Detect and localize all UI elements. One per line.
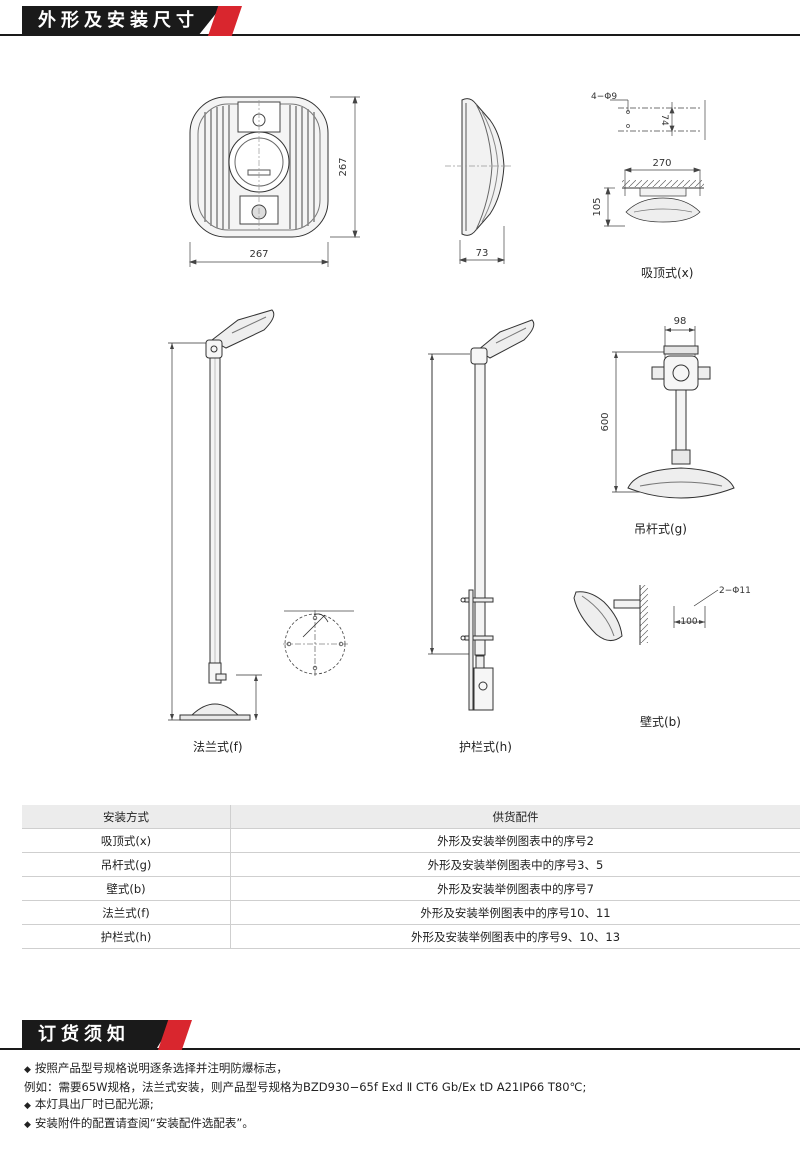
ceiling-mount-drawing xyxy=(604,99,706,228)
caption-flange: 法兰式(f) xyxy=(193,740,243,754)
bullet-icon: ◆ xyxy=(24,1065,31,1075)
accessory-cell: 外形及安装举例图表中的序号9、10、13 xyxy=(230,924,800,949)
caption-ceiling: 吸顶式(x) xyxy=(641,266,694,280)
caption-wall: 壁式(b) xyxy=(640,715,681,729)
front-view-drawing xyxy=(189,96,329,238)
table-header-row: 安装方式 供货配件 xyxy=(22,805,800,829)
install-method-cell: 法兰式(f) xyxy=(22,900,231,925)
flange-pole-drawing xyxy=(168,309,275,721)
dim-side-depth: 73 xyxy=(476,248,489,259)
wall-mount-drawing xyxy=(573,585,719,645)
bullet-icon: ◆ xyxy=(24,1101,31,1111)
side-view-drawing xyxy=(445,98,512,236)
installation-table: 安装方式 供货配件 吸顶式(x) 外形及安装举例图表中的序号2 吊杆式(g) 外… xyxy=(22,805,800,949)
accessory-cell: 外形及安装举例图表中的序号10、11 xyxy=(230,900,800,925)
note-text: 本灯具出厂时已配光源; xyxy=(34,1097,154,1111)
side-view-dimensions xyxy=(458,226,506,264)
install-method-cell: 壁式(b) xyxy=(22,876,231,901)
dim-wall-holes: 2−Φ11 xyxy=(719,586,751,596)
accessory-cell: 外形及安装举例图表中的序号7 xyxy=(230,876,800,901)
note-line: ◆按照产品型号规格说明逐条选择并注明防爆标志， xyxy=(24,1060,586,1079)
table-row: 护栏式(h) 外形及安装举例图表中的序号9、10、13 xyxy=(22,924,800,949)
dim-front-width: 267 xyxy=(249,249,268,260)
install-method-cell: 吸顶式(x) xyxy=(22,828,231,853)
ordering-notes: ◆按照产品型号规格说明逐条选择并注明防爆标志， 例如：需要65W规格，法兰式安装… xyxy=(24,1060,586,1134)
accessory-cell: 外形及安装举例图表中的序号3、5 xyxy=(230,852,800,877)
header-rule xyxy=(0,1048,800,1050)
table-row: 吊杆式(g) 外形及安装举例图表中的序号3、5 xyxy=(22,852,800,877)
dim-ceiling-width: 270 xyxy=(652,158,671,169)
note-line: ◆安装附件的配置请查阅“安装配件选配表”。 xyxy=(24,1115,586,1134)
dim-pendant-width: 98 xyxy=(674,316,687,327)
note-text: 按照产品型号规格说明逐条选择并注明防爆标志， xyxy=(34,1061,288,1075)
dim-ceiling-height: 105 xyxy=(592,197,603,216)
section-title: 外形及安装尺寸 xyxy=(38,10,199,31)
dim-ceiling-pitch: 74 xyxy=(659,114,669,126)
header-band xyxy=(22,1020,174,1050)
header-rule xyxy=(0,34,800,36)
header-accessories: 供货配件 xyxy=(230,805,800,829)
dim-pendant-height: 600 xyxy=(600,412,611,431)
caption-guardrail: 护栏式(h) xyxy=(459,740,512,754)
install-method-cell: 吊杆式(g) xyxy=(22,852,231,877)
accessory-cell: 外形及安装举例图表中的序号2 xyxy=(230,828,800,853)
table-row: 壁式(b) 外形及安装举例图表中的序号7 xyxy=(22,876,800,901)
install-method-cell: 护栏式(h) xyxy=(22,924,231,949)
front-view-dimensions xyxy=(188,95,360,267)
note-line: 例如：需要65W规格，法兰式安装，则产品型号规格为BZD930−65f Exd … xyxy=(24,1079,586,1096)
caption-pendant: 吊杆式(g) xyxy=(634,522,687,536)
header-band xyxy=(22,6,222,36)
header-install-method: 安装方式 xyxy=(22,805,231,829)
pendant-rod-drawing xyxy=(612,326,735,499)
note-line: ◆本灯具出厂时已配光源; xyxy=(24,1096,586,1115)
section-header-dimensions: 外形及安装尺寸 xyxy=(0,0,800,40)
dim-ceiling-holes: 4−Φ9 xyxy=(591,92,617,102)
table-row: 法兰式(f) 外形及安装举例图表中的序号10、11 xyxy=(22,900,800,925)
flange-detail-drawing xyxy=(283,610,354,678)
bullet-icon: ◆ xyxy=(24,1120,31,1130)
note-text: 例如：需要65W规格，法兰式安装，则产品型号规格为BZD930−65f Exd … xyxy=(24,1080,587,1094)
dim-front-height: 267 xyxy=(338,157,349,176)
note-text: 安装附件的配置请查阅“安装配件选配表”。 xyxy=(34,1116,254,1130)
technical-drawings: 267 267 73 4−Φ9 74 270 105 xyxy=(168,92,751,721)
section-title: 订货须知 xyxy=(38,1024,130,1045)
table-row: 吸顶式(x) 外形及安装举例图表中的序号2 xyxy=(22,828,800,853)
guardrail-pole-drawing xyxy=(428,319,535,711)
section-header-ordering: 订货须知 xyxy=(0,1014,800,1054)
dim-wall-depth: 100 xyxy=(680,617,697,627)
